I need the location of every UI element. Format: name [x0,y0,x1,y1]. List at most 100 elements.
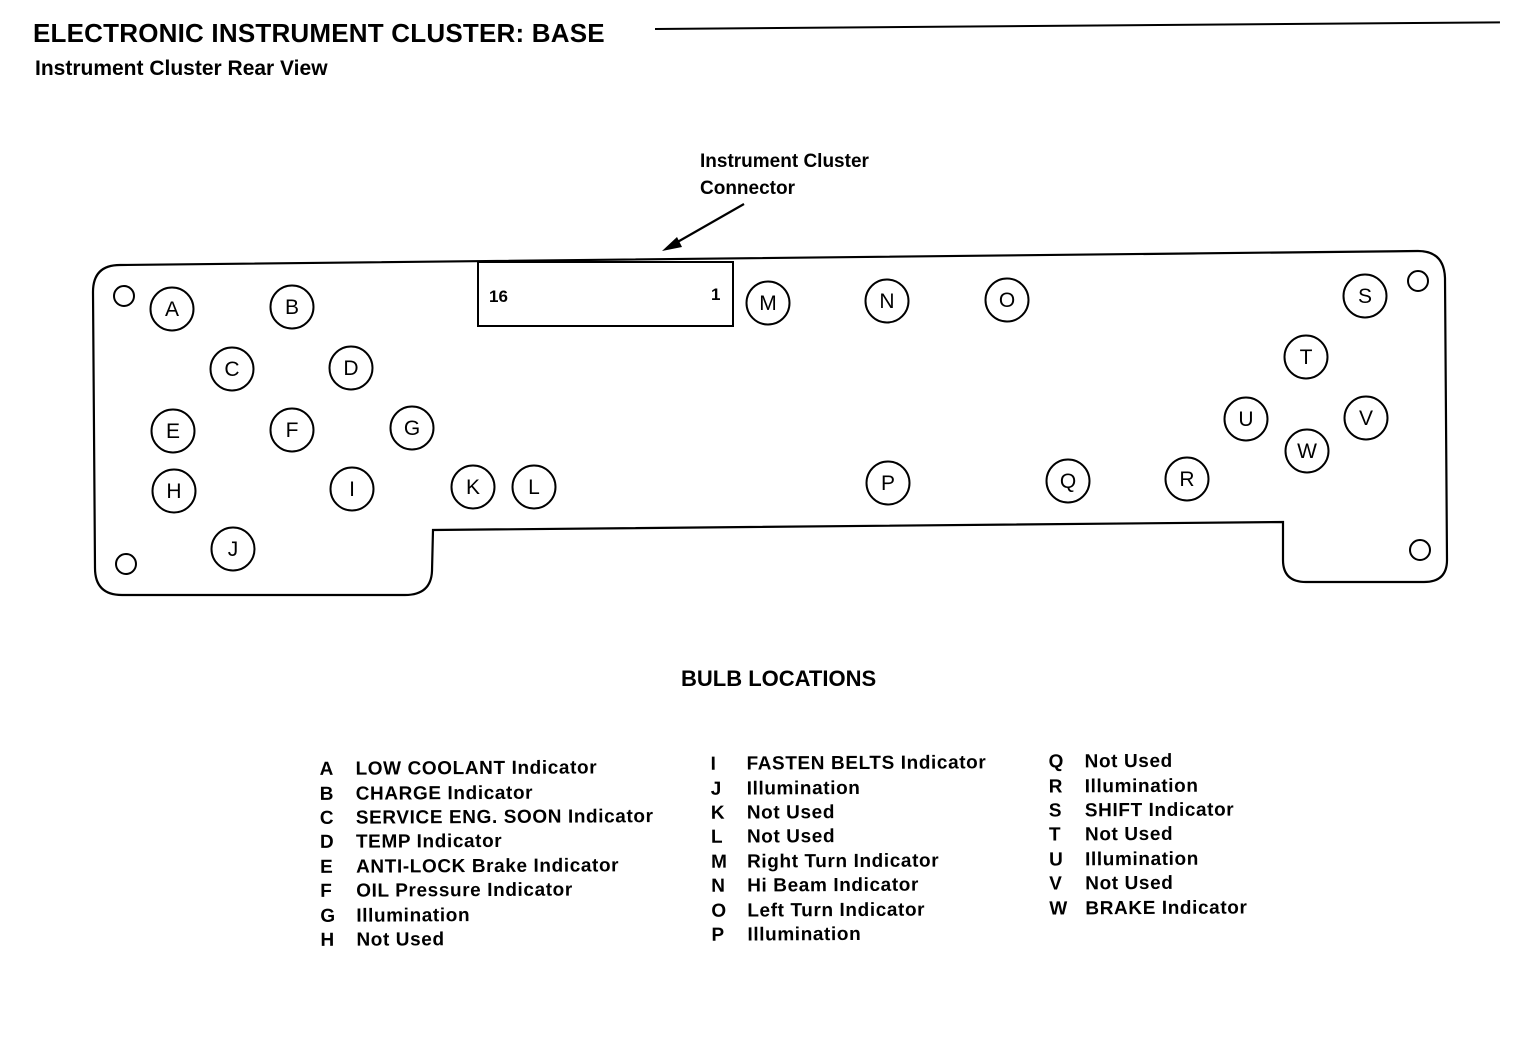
bulb-socket-letter: R [1179,468,1194,491]
bulb-socket-h: H [151,468,197,514]
bulb-socket-m: M [745,280,791,326]
bulb-socket-k: K [450,464,496,510]
mounting-hole-top-right [1407,270,1429,292]
bulb-socket-circle [864,278,910,324]
bulb-socket-g: G [389,405,435,451]
legend-label: Right Turn Indicator [747,850,940,873]
legend-label: Illumination [356,904,471,927]
bulb-socket-circle [329,466,375,512]
legend-letter: B [319,783,335,805]
bulb-socket-letter: V [1359,407,1373,430]
legend-label: Illumination [1084,775,1199,797]
bulb-socket-circle [1342,273,1388,319]
legend-letter: R [1048,776,1064,798]
bulb-socket-n: N [864,278,910,324]
legend-row: K Not Used [709,800,987,826]
legend-letter: W [1049,897,1068,920]
legend-label: LOW COOLANT Indicator [355,757,598,780]
cluster-board-outline [91,249,1449,597]
bulb-socket-circle [209,346,255,392]
bulb-socket-l: L [511,464,557,510]
bulb-socket-circle [865,460,911,506]
bulb-socket-letter: W [1297,440,1317,463]
bulb-socket-circle [1164,456,1210,502]
legend-letter: Q [1048,751,1065,773]
bulb-socket-a: A [149,286,195,332]
legend-label: Not Used [356,929,445,951]
legend-letter: E [320,856,334,878]
bulb-socket-u: U [1223,396,1269,442]
page-subtitle: Instrument Cluster Rear View [35,57,328,80]
mounting-hole-top-left [113,285,135,307]
connector-callout: Instrument Cluster Connector [700,148,869,202]
bulb-socket-letter: A [165,298,179,321]
mounting-hole-bottom-left [115,553,137,575]
bulb-socket-circle [450,464,496,510]
legend-letter: P [711,924,725,946]
legend-row: W BRAKE Indicator [1047,896,1247,921]
bulb-socket-letter: F [286,419,299,442]
legend-letter: J [710,778,722,800]
bulb-layer: A B C D E F G H I J K L M N O P Q R ST U V W [149,273,1389,572]
legend-letter: C [319,807,335,829]
legend-letter: S [1048,800,1063,822]
instrument-cluster-connector [477,261,734,327]
bulb-socket-t: T [1283,334,1329,380]
bulb-socket-letter: C [224,358,239,381]
legend-label: Illumination [747,923,862,946]
bulb-socket-circle [328,345,374,391]
legend-letter: V [1049,873,1063,895]
bulb-socket-letter: L [528,476,540,499]
legend-letter: D [319,832,335,854]
bulb-socket-j: J [210,526,256,572]
bulb-socket-r: R [1164,456,1210,502]
bulb-socket-letter: O [999,289,1015,312]
bulb-socket-letter: H [166,480,181,503]
bulb-socket-letter: D [343,357,358,380]
bulb-socket-letter: E [166,420,180,443]
legend-letter: M [711,851,728,873]
bulb-socket-circle [1223,396,1269,442]
mounting-hole-bottom-right [1409,539,1431,561]
legend-letter: K [710,802,726,824]
bulb-socket-circle [269,284,315,330]
legend-letter: O [711,900,727,922]
bulb-socket-letter: P [881,472,895,495]
bulb-socket-letter: I [349,478,355,501]
bulb-socket-letter: K [466,476,480,499]
legend-label: OIL Pressure Indicator [356,879,573,902]
connector-pin-1-label: 1 [711,285,720,304]
bulb-socket-letter: M [759,292,777,315]
bulb-socket-letter: G [404,417,420,440]
bulb-socket-circle [1343,395,1389,441]
bulb-socket-circle [149,286,195,332]
bulb-socket-circle [1045,458,1091,504]
connector-callout-arrow-line [673,203,745,245]
bulb-socket-letter: U [1238,408,1253,431]
legend-label: Not Used [1084,751,1173,773]
legend-row: R Illumination [1047,774,1247,799]
bulb-socket-b: B [269,284,315,330]
legend-label: Not Used [746,802,836,824]
legend-label: BRAKE Indicator [1085,897,1248,919]
bulb-socket-letter: Q [1060,470,1076,493]
connector-pin-16-label: 16 [489,287,508,306]
bulb-socket-circle [151,468,197,514]
bulb-socket-s: S [1342,273,1388,319]
